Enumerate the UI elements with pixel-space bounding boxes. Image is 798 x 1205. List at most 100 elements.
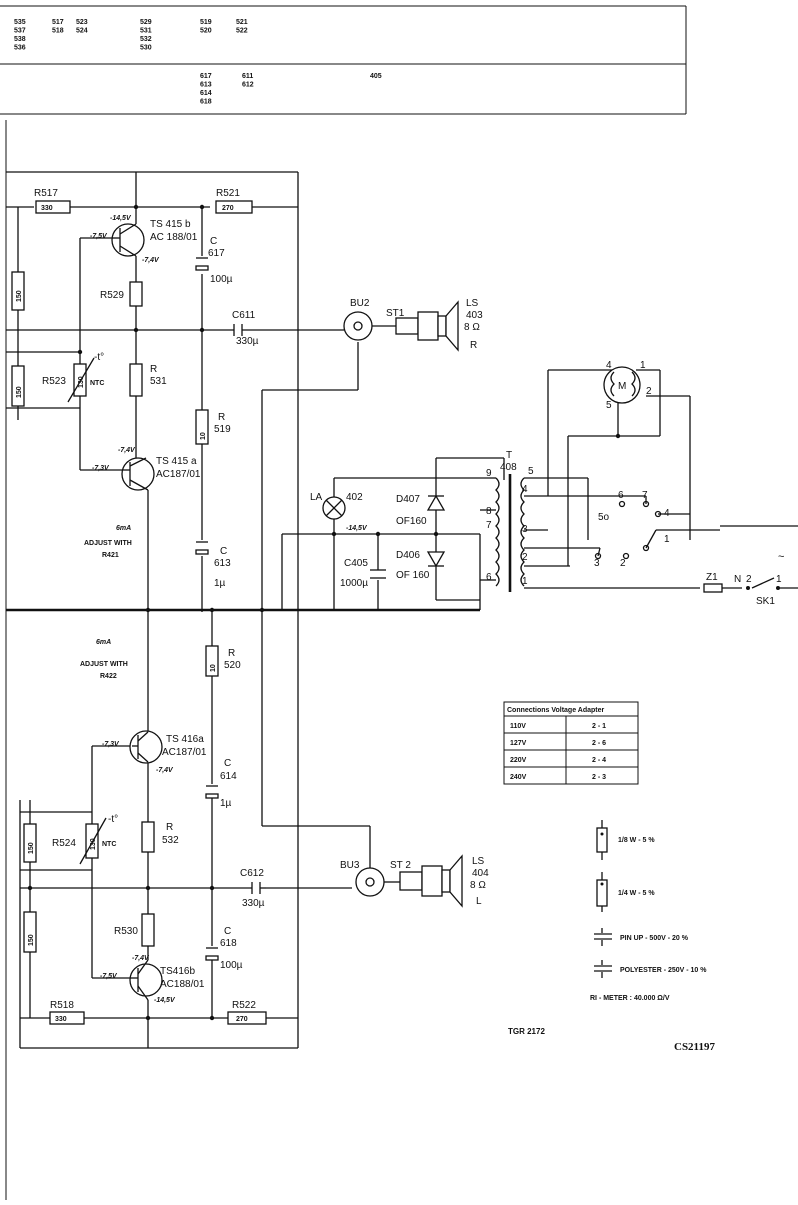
resistor-150-mid (11, 365, 25, 407)
value-r150-low2: 150 (28, 934, 35, 946)
type-ts415a: AC187/01 (156, 469, 201, 480)
location-row-1: 5355375385365175185235245295315325305195… (14, 19, 248, 52)
voltage-ts416b-c: -7,4V (132, 955, 150, 962)
resistor-r522 (227, 1011, 267, 1025)
voltage-ts416a-b: -7,3V (102, 741, 120, 748)
label-ts416a: TS 416a (166, 734, 204, 745)
label-c617-c: C (210, 236, 217, 247)
adjust-top-text: ADJUST WITH (84, 540, 132, 547)
resistor-r530 (141, 913, 155, 947)
pin-t1: 1 (522, 576, 528, 587)
adjust-top-ma: 6mA (116, 525, 131, 532)
label-c614-c: C (224, 758, 231, 769)
value-d406: OF 160 (396, 570, 430, 581)
sw-5: 5o (598, 512, 610, 523)
adjust-bot-ma: 6mA (96, 639, 111, 646)
outputs (343, 300, 463, 908)
type-ts416b: AC188/01 (160, 979, 205, 990)
legend: 1/8 W - 5 % 1/4 W - 5 % PIN UP - 500V - … (590, 820, 707, 1002)
voltage-supply: -14,5V (346, 525, 368, 532)
value-r523: 130 (78, 376, 85, 388)
resistor-r531 (129, 363, 143, 397)
value-c611: 330µ (236, 336, 259, 347)
voltage-ts415b-b: -7,5V (90, 233, 108, 240)
pin-t4: 4 (522, 484, 528, 495)
adjust-top-ref: R421 (102, 552, 119, 559)
value-c618: 100µ (220, 960, 243, 971)
location-ref: 617 (200, 73, 212, 80)
label-sk1: SK1 (756, 596, 775, 607)
pin-t5: 5 (528, 466, 534, 477)
resistor-150-low2 (23, 911, 37, 953)
value-c617: 100µ (210, 274, 233, 285)
value-r519: 10 (200, 432, 207, 440)
temp-bot: -t° (108, 814, 118, 825)
label-d406: D406 (396, 550, 420, 561)
voltage-ts415a-b: -7,3V (92, 465, 110, 472)
location-ref: 611 (242, 73, 253, 80)
plug-st1 (395, 317, 419, 335)
label-r523: R523 (42, 376, 66, 387)
pin-t2: 2 (522, 552, 528, 563)
value-c612: 330µ (242, 898, 265, 909)
location-ref: 614 (200, 90, 212, 97)
sw-1: 1 (664, 534, 670, 545)
label-r524: R524 (52, 838, 76, 849)
sw-2: 2 (620, 558, 626, 569)
channel-ls404: L (476, 896, 482, 907)
voltage-ts415a-c: -7,4V (118, 447, 136, 454)
label-z1: Z1 (706, 572, 718, 583)
label-st2: ST 2 (390, 860, 411, 871)
pin-m4: 4 (606, 360, 612, 371)
pin-m5: 5 (606, 400, 612, 411)
motor-m (547, 366, 691, 566)
value-r524: 130 (90, 838, 97, 850)
voltage-table-header: Connections Voltage Adapter (507, 707, 605, 714)
pin-t7: 7 (486, 520, 492, 531)
location-ref: 518 (52, 28, 64, 35)
label-c405: C405 (344, 558, 368, 569)
type-ts415b: AC 188/01 (150, 232, 198, 243)
voltage-table-voltage: 127V (510, 740, 527, 747)
label-st1: ST1 (386, 308, 405, 319)
resistor-r520 (205, 645, 219, 677)
ac-2: 2 (746, 574, 752, 585)
resistor-r519 (195, 409, 209, 445)
value-r518: 330 (55, 1016, 67, 1023)
amplifier-wiring (6, 171, 505, 1049)
value-r150-top: 150 (16, 290, 23, 302)
label-d407: D407 (396, 494, 420, 505)
label-ls403: LS (466, 298, 479, 309)
label-motor: M (618, 381, 626, 392)
location-ref: 524 (76, 28, 88, 35)
location-ref: 522 (236, 28, 248, 35)
value-r520: 10 (210, 664, 217, 672)
transistors (111, 223, 163, 1001)
legend-quarter-watt: 1/4 W - 5 % (618, 890, 655, 897)
speaker-ls403 (437, 315, 447, 337)
temp-top: -t° (94, 352, 104, 363)
label-r521: R521 (216, 188, 240, 199)
pin-t6: 6 (486, 572, 492, 583)
location-ref: 530 (140, 45, 152, 52)
pin-m2: 2 (646, 386, 652, 397)
capacitors (195, 257, 386, 961)
label-ts415a: TS 415 a (156, 456, 197, 467)
label-r520-r: R (228, 648, 235, 659)
transformer-t408 (495, 474, 700, 592)
plug-st2 (399, 871, 423, 891)
label-c614: 614 (220, 771, 237, 782)
type-ts416a: AC187/01 (162, 747, 207, 758)
location-ref: 521 (236, 19, 248, 26)
transistor-ts416b (129, 959, 163, 1001)
pin-t9: 9 (486, 468, 492, 479)
voltage-ts416b-b: -7,5V (100, 973, 118, 980)
pin-m1: 1 (640, 360, 646, 371)
voltage-table-pins: 2 - 4 (592, 757, 606, 764)
location-ref: 537 (14, 28, 26, 35)
pin-t3: 3 (522, 524, 528, 535)
document-code: CS21197 (674, 1041, 715, 1053)
label-c613: 613 (214, 558, 231, 569)
